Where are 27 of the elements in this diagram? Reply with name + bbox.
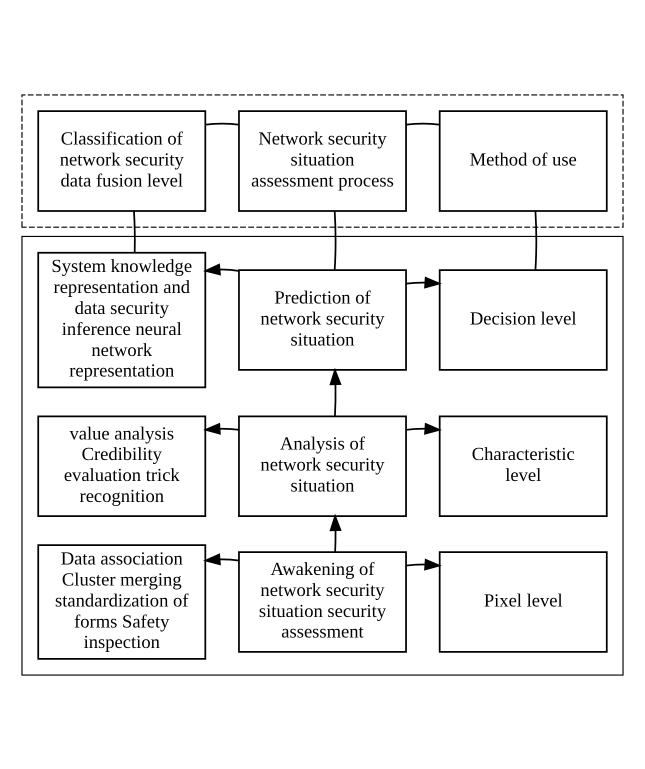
node-box: Method of use — [438, 110, 608, 212]
node-box: Pixel level — [438, 550, 608, 652]
node-box: System knowledge representation and data security inference neural network representation — [37, 251, 206, 388]
arrow — [329, 367, 342, 416]
cluster — [21, 235, 624, 676]
arrow — [329, 513, 342, 552]
arrow — [203, 262, 239, 276]
connector — [406, 122, 440, 126]
arrow — [203, 552, 239, 565]
node-box: Decision level — [438, 268, 608, 370]
connector — [206, 122, 239, 126]
cluster — [21, 94, 624, 228]
node-box: Awakening of network security situation security assessment — [238, 550, 407, 652]
connector — [334, 210, 336, 270]
node-box: Data association Cluster merging standardization of forms Safety inspection — [37, 544, 206, 660]
node-box: Prediction of network security situation — [238, 268, 407, 370]
arrow — [406, 558, 442, 570]
node-box: Network security situation assessment process — [238, 110, 407, 212]
connector — [133, 210, 136, 252]
arrow — [406, 422, 442, 434]
node-box: Analysis of network security situation — [238, 414, 407, 516]
node-box: value analysis Credibility evaluation trick recognition — [37, 414, 206, 516]
node-box: Characteristic level — [438, 414, 608, 516]
connector — [534, 210, 538, 270]
arrow — [203, 422, 239, 434]
arrow — [406, 276, 442, 288]
node-box: Classification of network security data fusion level — [37, 110, 206, 212]
